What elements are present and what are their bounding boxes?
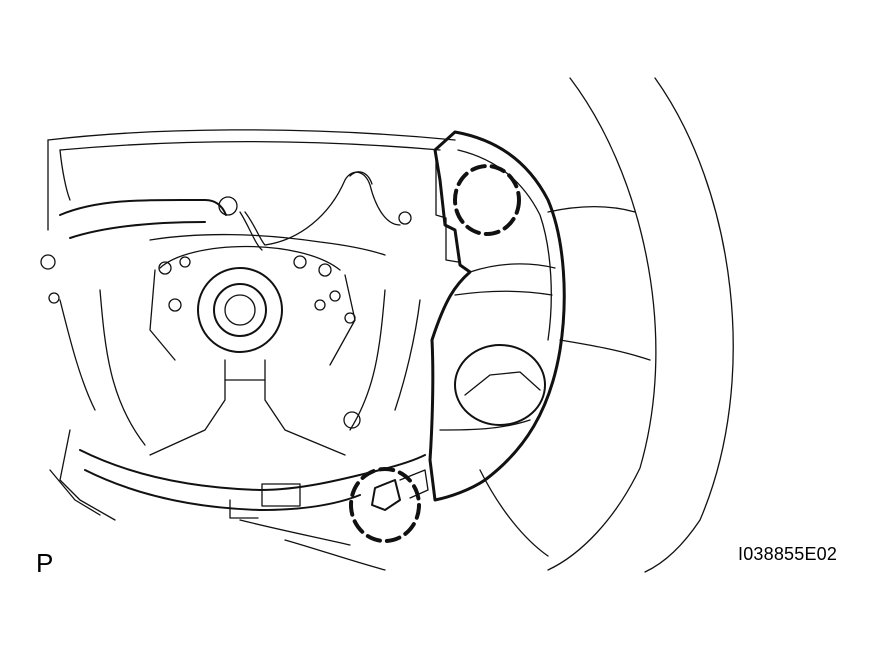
lower-wire-harness [49,429,426,521]
bottom-cover [239,519,386,571]
steering-pad-side-cover [428,130,566,502]
figure-code: I038855E02 [738,544,838,564]
center-hub [149,245,356,366]
upper-wire-harness [59,171,401,256]
upper-claw-callout [453,164,521,236]
lower-frame [59,289,421,456]
wheel-rim [547,77,734,573]
corner-letter: P [36,548,54,578]
top-cover [47,129,456,231]
mounting-holes [40,196,412,429]
lower-claw-callout [349,467,421,543]
wheel-spokes [479,206,651,557]
